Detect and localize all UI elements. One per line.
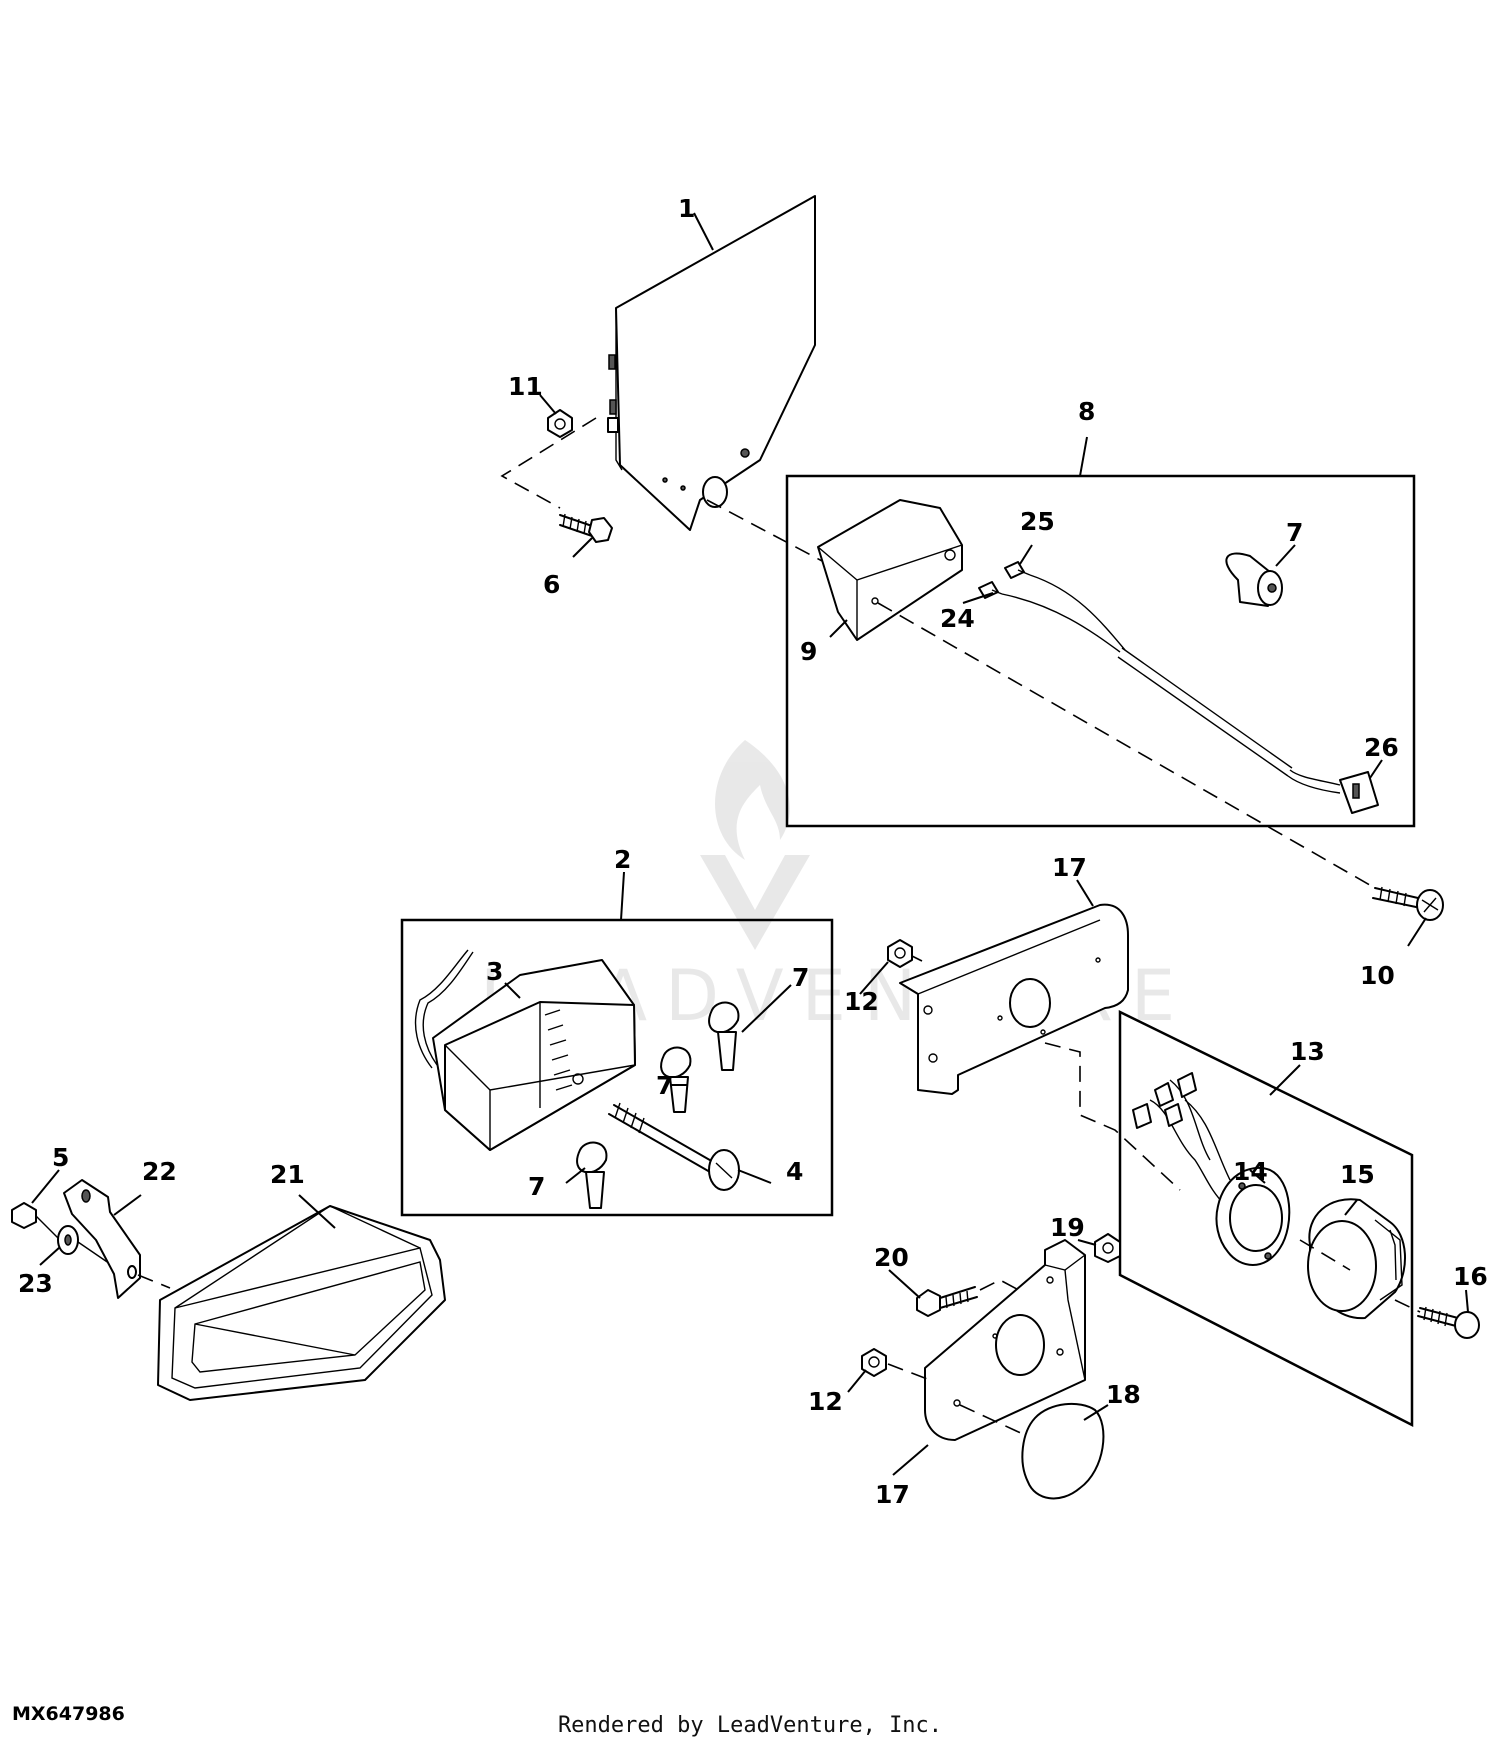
callout-7-kit2-b: 7 — [656, 1071, 673, 1100]
part-4-bolt — [608, 1102, 740, 1191]
callout-10: 10 — [1360, 961, 1395, 990]
part-1-panel — [607, 195, 816, 531]
callout-1: 1 — [678, 194, 695, 223]
part-23-washer — [57, 1225, 117, 1269]
callout-19: 19 — [1050, 1213, 1085, 1242]
part-6-bolt — [559, 513, 613, 543]
leader-lines — [31, 212, 1469, 1476]
callout-11: 11 — [508, 372, 543, 401]
callout-16: 16 — [1453, 1262, 1488, 1291]
part-8-kit-box — [785, 474, 1416, 828]
part-12-nut-upper — [887, 939, 923, 968]
callout-14: 14 — [1233, 1157, 1268, 1186]
part-24-terminal — [978, 581, 1003, 599]
part-21-lens-frame — [157, 1205, 446, 1401]
callout-24: 24 — [940, 604, 975, 633]
callout-7-kit8: 7 — [1286, 518, 1303, 547]
part-20-bolt — [916, 1279, 1031, 1317]
callout-17-upper: 17 — [1052, 853, 1087, 882]
callout-20: 20 — [874, 1243, 909, 1272]
part-13-kit-box — [1118, 1009, 1414, 1428]
part-12-nut-lower — [861, 1348, 931, 1381]
part-18-lens-cover — [959, 1402, 1105, 1500]
callout-6: 6 — [543, 570, 560, 599]
part-11-nut — [547, 409, 573, 438]
callout-26: 26 — [1364, 733, 1399, 762]
callout-17-lower: 17 — [875, 1480, 910, 1509]
callout-23: 23 — [18, 1269, 53, 1298]
part-17-bracket-upper — [899, 903, 1129, 1095]
part-10-screw — [1372, 886, 1444, 921]
footer-credit: Rendered by LeadVenture, Inc. — [557, 1713, 943, 1738]
callout-18: 18 — [1106, 1380, 1141, 1409]
callout-12-lower: 12 — [808, 1387, 843, 1416]
callout-8: 8 — [1078, 397, 1095, 426]
part-19-washer — [1094, 1233, 1121, 1263]
part-3-lamp-assembly — [414, 949, 636, 1151]
part-17-bracket-lower — [924, 1239, 1086, 1441]
callout-7-kit2-a: 7 — [792, 963, 809, 992]
part-16-screw — [1394, 1299, 1480, 1339]
part-26-harness — [1001, 574, 1379, 814]
part-15-socket — [1299, 1198, 1406, 1320]
callout-4: 4 — [786, 1157, 803, 1186]
callout-21: 21 — [270, 1160, 305, 1189]
part-22-bracket — [63, 1179, 171, 1299]
callout-5: 5 — [52, 1143, 69, 1172]
callout-2: 2 — [614, 845, 631, 874]
part-2-kit-box — [400, 918, 834, 1217]
part-14-gasket — [1215, 1167, 1291, 1266]
callout-22: 22 — [142, 1157, 177, 1186]
part-5-nut — [11, 1202, 61, 1241]
part-7-bulb-b — [660, 1046, 692, 1113]
part-13-wiring — [1132, 1072, 1231, 1206]
callout-15: 15 — [1340, 1160, 1375, 1189]
callouts: 1 11 6 8 25 24 9 7 26 10 2 3 7 7 4 7 17 … — [18, 194, 1488, 1509]
part-9-lamp-housing — [817, 499, 963, 641]
diagram-id-label: MX647986 — [12, 1703, 125, 1725]
callout-12-upper: 12 — [844, 987, 879, 1016]
callout-13: 13 — [1290, 1037, 1325, 1066]
callout-9: 9 — [800, 637, 817, 666]
part-7-bulb-a — [708, 1001, 740, 1071]
callout-3: 3 — [486, 957, 503, 986]
part-7-bulb-c — [576, 1141, 608, 1209]
callout-7-kit2-c: 7 — [528, 1172, 545, 1201]
part-25-terminal — [1004, 561, 1031, 579]
part-7-bulb — [1225, 552, 1283, 607]
callout-25: 25 — [1020, 507, 1055, 536]
